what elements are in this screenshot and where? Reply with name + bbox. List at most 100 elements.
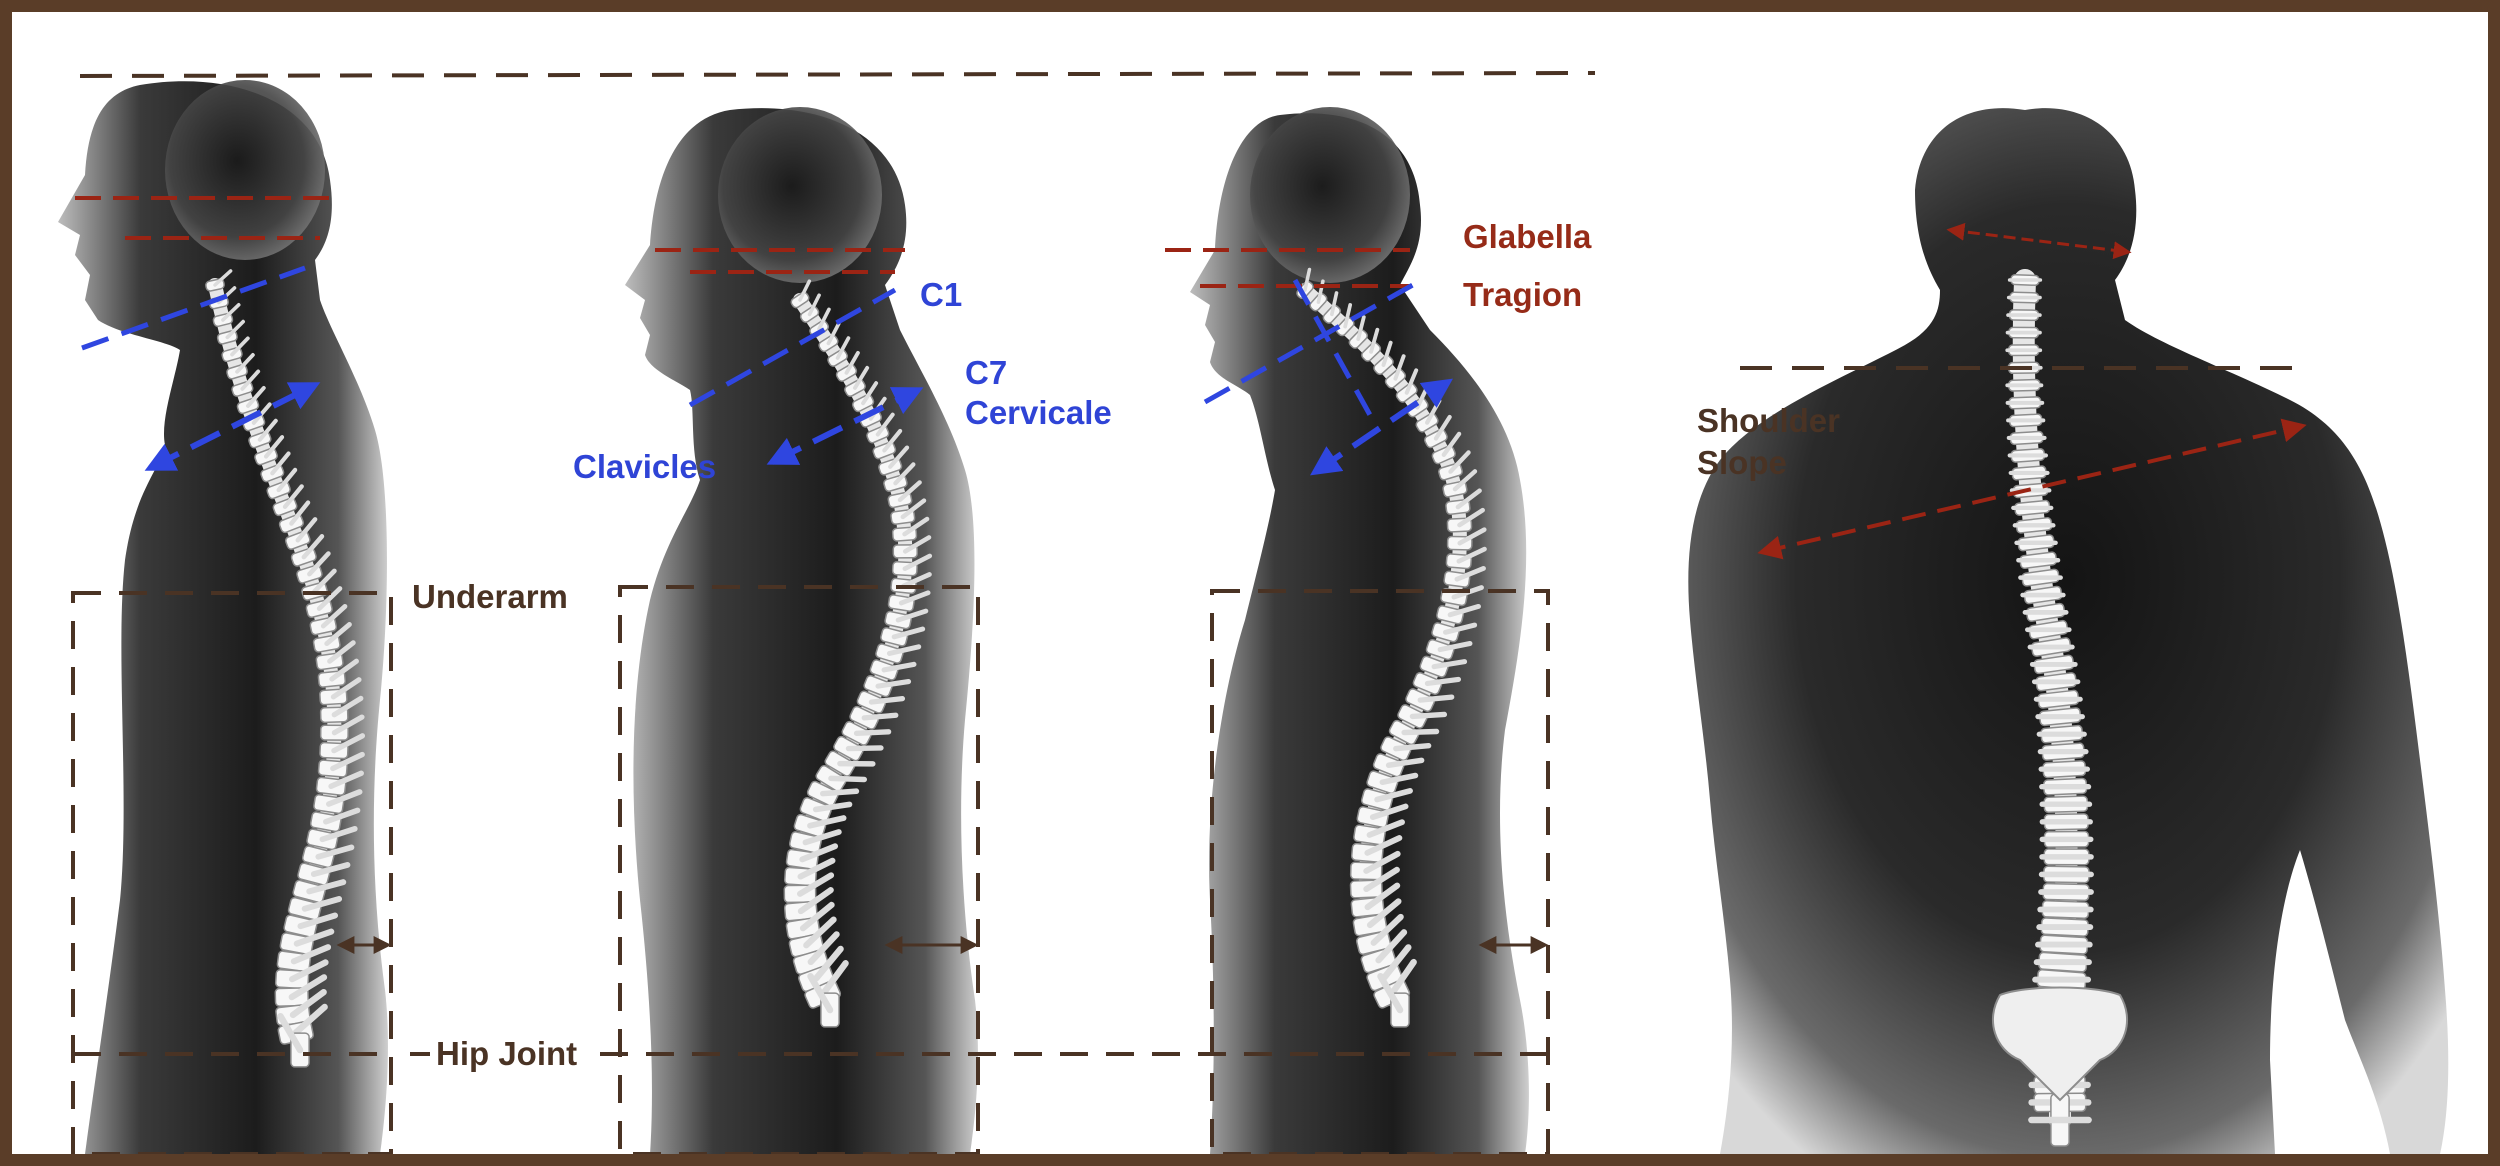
vertebra-process (320, 603, 348, 629)
vertebra-process (1437, 640, 1473, 653)
head-shading (1250, 107, 1410, 283)
vertebra-process (1364, 835, 1403, 856)
vertebra-process (902, 516, 930, 537)
vertebra-process (875, 678, 912, 689)
vertebra-process (330, 677, 362, 700)
vertebra-process (327, 640, 356, 664)
top-reference-line (79, 71, 1596, 78)
vertebra-process (221, 303, 241, 322)
vertebra-process (798, 279, 812, 302)
vertebra-process (1455, 488, 1482, 510)
vertebra-process (1381, 944, 1412, 981)
vertebra-process (1381, 340, 1393, 367)
vertebra-process (235, 353, 255, 374)
vertebra-process (1385, 757, 1425, 768)
vertebra-process (289, 959, 329, 983)
torso-box-1 (71, 591, 393, 1154)
label-slope: Slope (1697, 444, 1787, 481)
vertebra-process (323, 807, 361, 825)
label-tragion: Tragion (1463, 276, 1582, 313)
vertebra-process (799, 843, 839, 863)
label-hip-joint: Hip Joint (436, 1035, 577, 1072)
vertebra-process (1456, 546, 1487, 564)
vertebra-process (292, 1003, 328, 1036)
vertebra-process (868, 696, 906, 705)
label-cervicale: Cervicale (965, 394, 1112, 431)
vertebra-process (1417, 694, 1455, 703)
vertebra-process (807, 931, 840, 966)
vertebra-process (329, 658, 359, 682)
vertebra-process (797, 887, 834, 915)
vertebra-process (835, 336, 851, 360)
vertebra-process (1377, 972, 1404, 1014)
vertebra-process (1369, 327, 1380, 354)
vertebra-process (1375, 929, 1408, 964)
vertebra-process (819, 788, 860, 797)
vertebra-process (807, 972, 834, 1014)
vertebra-process (812, 801, 853, 813)
vertebra-process (331, 714, 365, 736)
vertebra-process (802, 829, 842, 846)
vertebra-process (1443, 622, 1478, 635)
torso-box-2 (618, 585, 980, 1154)
vertebra-process (1366, 898, 1402, 929)
vertebra-process (293, 928, 335, 947)
vertebra-process (277, 1012, 304, 1054)
vertebra-process (1457, 527, 1487, 546)
vertebra-process (1431, 659, 1468, 670)
vertebra-process (1374, 788, 1413, 803)
vertebra-process (315, 844, 355, 860)
vertebra-process (230, 336, 250, 357)
vertebra-process (1388, 958, 1417, 998)
vertebra-process (325, 789, 363, 807)
vertebra-process (1330, 291, 1339, 317)
vertebra-process (301, 534, 325, 560)
vertebra-process (328, 770, 365, 790)
pelvis (1991, 986, 2129, 1102)
figure-side-3 (1190, 107, 1529, 1154)
vertebra-process (1379, 772, 1419, 786)
shoulder-slope-arrow (1757, 418, 2307, 560)
vertebra-process (1343, 303, 1353, 329)
vertebra-process (306, 879, 347, 895)
vertebra-process (295, 517, 318, 543)
vertebra-process (807, 815, 847, 829)
vertebra-process (813, 945, 844, 982)
vertebra-process (316, 586, 343, 611)
vertebra-process (1393, 354, 1406, 381)
vertebra-process (297, 912, 339, 930)
torso-box-3 (1210, 589, 1550, 1154)
vertebra-process (290, 944, 332, 965)
vertebra-process (282, 484, 304, 509)
vertebra-process (1366, 819, 1405, 838)
neck-width-arrow (1946, 222, 2132, 260)
vertebra-process (289, 988, 327, 1019)
vertebra-process (853, 729, 892, 736)
vertebra-process (844, 350, 860, 375)
vertebra-process (1369, 803, 1409, 820)
vertebra-process (828, 775, 868, 783)
vertebra-process (826, 321, 841, 346)
vertebra-process (1356, 315, 1366, 341)
vertebra-process (307, 551, 331, 577)
vertebra-process (1452, 469, 1478, 492)
vertebra-process (213, 269, 233, 287)
labels: Underarm Hip Joint C1 C7 Cervicale Clavi… (410, 218, 1840, 1072)
human-side-silhouette-icon (625, 108, 978, 1154)
vertebra-process (1454, 566, 1486, 582)
vertebra-process (799, 901, 835, 932)
head-shading (718, 107, 882, 283)
vertebra-process (1457, 507, 1485, 528)
vertebra-process (324, 622, 352, 647)
vertebra-process (1363, 866, 1400, 893)
vertebra-process (901, 572, 932, 589)
label-c1: C1 (920, 276, 962, 313)
vertebra-process (1363, 850, 1401, 874)
vertebra-process (797, 857, 836, 880)
label-underarm: Underarm (412, 578, 568, 615)
label-shoulder: Shoulder (1697, 402, 1840, 439)
vertebra-process (288, 974, 328, 1001)
vertebra-process (312, 568, 337, 594)
vertebra-process (900, 498, 927, 520)
